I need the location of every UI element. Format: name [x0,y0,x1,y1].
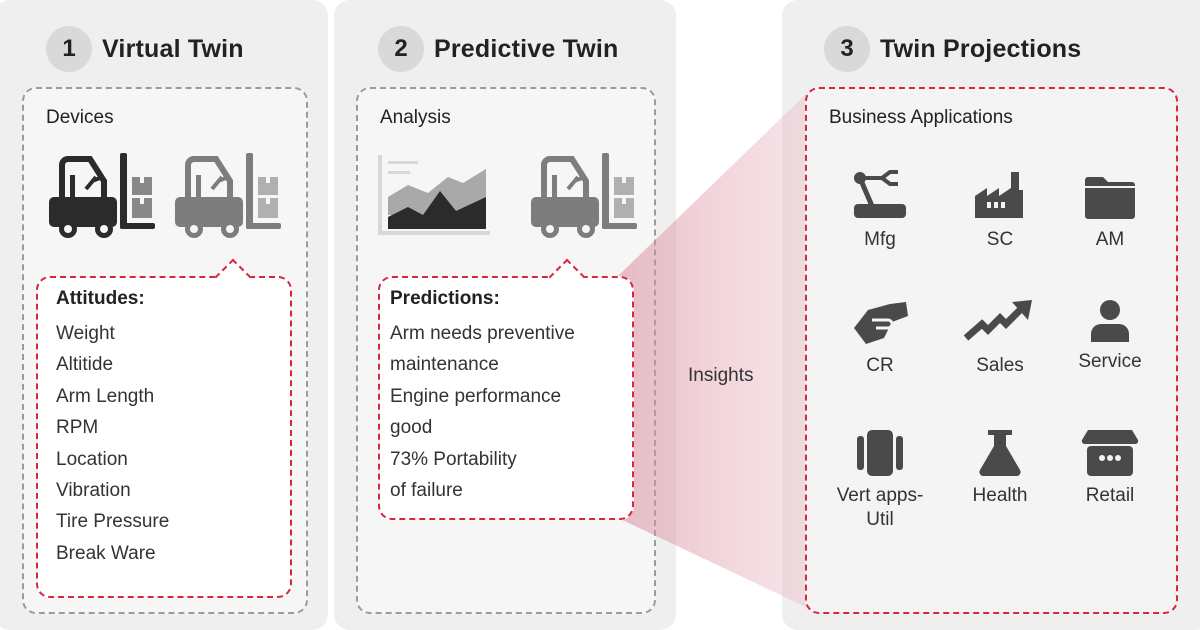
section-label: Business Applications [829,107,1013,128]
store-icon [1081,430,1139,476]
app-sales[interactable]: Sales [940,298,1060,378]
prediction-line: Arm needs preventive [390,323,575,344]
step-2-header: 2 Predictive Twin [378,26,619,72]
attribute-item: RPM [56,417,99,439]
step-title: Predictive Twin [434,34,619,63]
forklift-icon-gray [531,153,637,238]
app-cr[interactable]: CR [820,298,940,378]
section-label: Analysis [380,107,451,128]
bubble-title: Predictions: [390,288,500,309]
step-number-badge: 3 [824,26,870,72]
app-am[interactable]: AM [1050,168,1170,252]
prediction-line: good [390,417,433,439]
prediction-line: 73% Portability [390,448,517,470]
app-label: CR [866,355,894,376]
attitudes-bubble: Attitudes: Weight Altitide Arm Length RP… [36,258,292,598]
attribute-item: Altitide [56,354,114,376]
step-title: Virtual Twin [102,34,244,63]
app-label: Health [972,485,1028,506]
app-label: Vert apps-Util [836,485,924,530]
app-service[interactable]: Service [1050,298,1170,374]
robot-arm-icon [854,170,906,218]
insights-label: Insights [688,365,754,386]
step-title: Twin Projections [880,34,1082,63]
step-1-header: 1 Virtual Twin [46,26,244,72]
app-label: SC [986,229,1014,250]
app-label: Service [1078,351,1142,372]
prediction-line: Engine performance [390,385,562,407]
trend-up-icon [964,300,1032,341]
folder-icon [1085,177,1135,219]
app-vert-apps-util[interactable]: Vert apps-Util [820,428,940,532]
attribute-item: Vibration [56,480,131,502]
predictions-bubble: Predictions: Arm needs preventive mainte… [378,258,634,520]
tablet-icon [857,430,903,476]
bubble-title: Attitudes: [56,288,145,309]
app-retail[interactable]: Retail [1050,428,1170,508]
forklift-icon-dark [49,153,155,238]
handshake-icon [854,302,908,344]
attribute-item: Weight [56,323,115,344]
section-label: Devices [46,107,114,128]
person-icon [1091,300,1129,342]
flask-icon [979,430,1021,477]
attribute-item: Tire Pressure [56,511,170,533]
area-chart-icon [378,155,490,235]
app-label: Mfg [864,229,896,250]
app-label: Sales [976,355,1024,376]
app-label: Retail [1085,485,1135,506]
app-mfg[interactable]: Mfg [820,168,940,252]
attribute-item: Arm Length [56,385,155,407]
app-sc[interactable]: SC [940,168,1060,252]
factory-icon [975,172,1023,218]
app-health[interactable]: Health [940,428,1060,508]
step-3-header: 3 Twin Projections [824,26,1081,72]
step-number-badge: 2 [378,26,424,72]
business-applications-box: Business Applications [805,87,1178,614]
attribute-item: Break Ware [56,542,156,564]
app-label: AM [1095,229,1125,250]
prediction-line: maintenance [390,354,499,376]
forklift-icon-gray [175,153,281,238]
step-number-badge: 1 [46,26,92,72]
attribute-item: Location [56,448,128,470]
prediction-line: of failure [390,480,463,502]
